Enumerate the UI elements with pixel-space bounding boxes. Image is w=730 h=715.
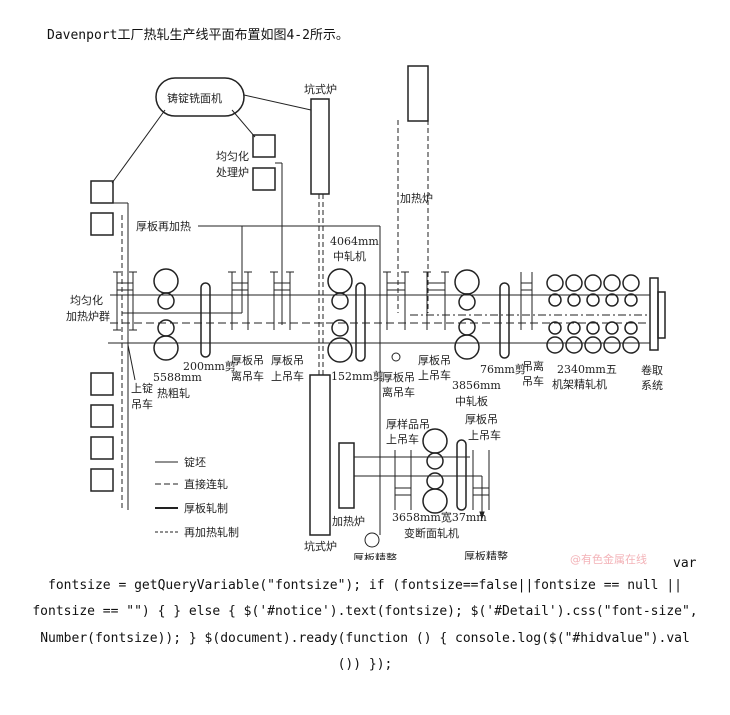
diagram-label: 4064mm	[330, 235, 379, 248]
label: 铸锭铣面机	[167, 91, 222, 105]
roll	[548, 293, 562, 307]
diagram-label: 2340mm五	[557, 363, 617, 376]
diagram-label: 坑式炉	[304, 539, 337, 553]
code-line: Number(fontsize)); } $(document).ready(f…	[40, 631, 690, 646]
watermark: @有色金属在线	[570, 553, 647, 566]
diagram-label: 直接连轧	[184, 477, 228, 491]
diagram-label: 再加热轧制	[184, 525, 239, 539]
diagram-label: 上锭	[131, 381, 153, 395]
code-line: fontsize = getQueryVariable("fontsize");…	[48, 578, 682, 593]
diagram-label: 上吊车	[468, 428, 501, 442]
diagram-label: 机架精轧机	[552, 377, 607, 391]
roll	[565, 336, 583, 354]
diagram-label: 离吊车	[231, 369, 264, 383]
code-line: fontsize == "") { } else { $('#notice').…	[32, 604, 698, 619]
diagram-label: 上吊车	[271, 369, 304, 383]
diagram-label: 厚板再加热	[136, 219, 191, 233]
diagram-label: 加热炉	[400, 192, 433, 205]
diagram-label: 76mm剪	[480, 362, 526, 376]
diagram-label: 均匀化	[70, 293, 103, 307]
diagram-label: 厚板吊	[231, 353, 264, 367]
diagram-label: 加热炉	[332, 515, 365, 528]
crane-brackets	[113, 271, 533, 510]
diagram-label: 152mm剪	[331, 369, 384, 383]
diagram-label: 系统	[641, 379, 663, 392]
diagram-label: 上吊车	[386, 432, 419, 446]
diagram-label: 厚板轧制	[184, 501, 228, 515]
diagram-label: 坑式炉	[304, 82, 337, 96]
roll	[548, 321, 562, 335]
roll	[584, 336, 602, 354]
diagram-label: 5588mm	[153, 371, 202, 384]
roll	[546, 274, 564, 292]
diagram-label: 热粗轧	[157, 386, 190, 400]
diagram-label: 卷取	[641, 363, 663, 377]
homogenizing-furnaces	[90, 65, 666, 536]
diagram-label: 厚板精整	[464, 549, 508, 560]
diagram-label: 加热炉群	[66, 309, 110, 323]
diagram-label: 锭坯	[184, 455, 206, 469]
diagram-label: 吊车	[522, 374, 544, 388]
code-line: ()) });	[337, 657, 393, 672]
page-title: Davenport工厂热轧生产线平面布置如图4-2所示。	[47, 28, 349, 43]
finishing-mill-rolls	[546, 274, 640, 354]
diagram-label: 厚板吊	[271, 353, 304, 367]
rough-mill-rolls	[153, 268, 179, 361]
roll	[624, 293, 638, 307]
code-text: var	[673, 556, 697, 571]
roll	[603, 274, 621, 292]
diagram-label: 厚板精整	[353, 551, 397, 560]
roll	[567, 321, 581, 335]
hot-rolling-line-diagram: 铸锭铣面机 坑式炉 均匀化 处理炉 加热炉 厚板再加热 均匀化 加热炉群 上锭 …	[66, 65, 666, 560]
diagram-label: 厚板吊	[382, 370, 415, 384]
diagram-label: 离吊车	[382, 385, 415, 399]
roll	[546, 336, 564, 354]
diagram-label: 上吊车	[418, 368, 451, 382]
roll	[622, 336, 640, 354]
roll	[567, 293, 581, 307]
diagram-label: 吊离	[522, 359, 544, 373]
diagram-label: 厚样品吊	[386, 417, 430, 431]
diagram-label: 中轧机	[333, 249, 366, 263]
legend: 锭坯 直接连轧 厚板轧制 再加热轧制	[155, 455, 239, 539]
roll	[586, 321, 600, 335]
diagram-label: 吊车	[131, 397, 153, 411]
roll	[605, 321, 619, 335]
roll	[586, 293, 600, 307]
roll	[584, 274, 602, 292]
milling-machine	[155, 77, 245, 117]
diagram-label: 均匀化	[216, 149, 249, 163]
roll	[624, 321, 638, 335]
roll	[622, 274, 640, 292]
diagram-label: 厚板吊	[465, 412, 498, 426]
diagram-label: 3658mm宽37mm	[392, 510, 487, 524]
diagram-label: 3856mm	[452, 379, 501, 392]
diagram-label: 变断面轧机	[404, 526, 459, 540]
roll	[565, 274, 583, 292]
diagram-label: 200mm剪	[183, 359, 236, 373]
diagram-label: 处理炉	[216, 166, 249, 179]
roll	[605, 293, 619, 307]
diagram-label: 中轧板	[455, 394, 488, 408]
diagram-label: 厚板吊	[418, 353, 451, 367]
roll	[603, 336, 621, 354]
